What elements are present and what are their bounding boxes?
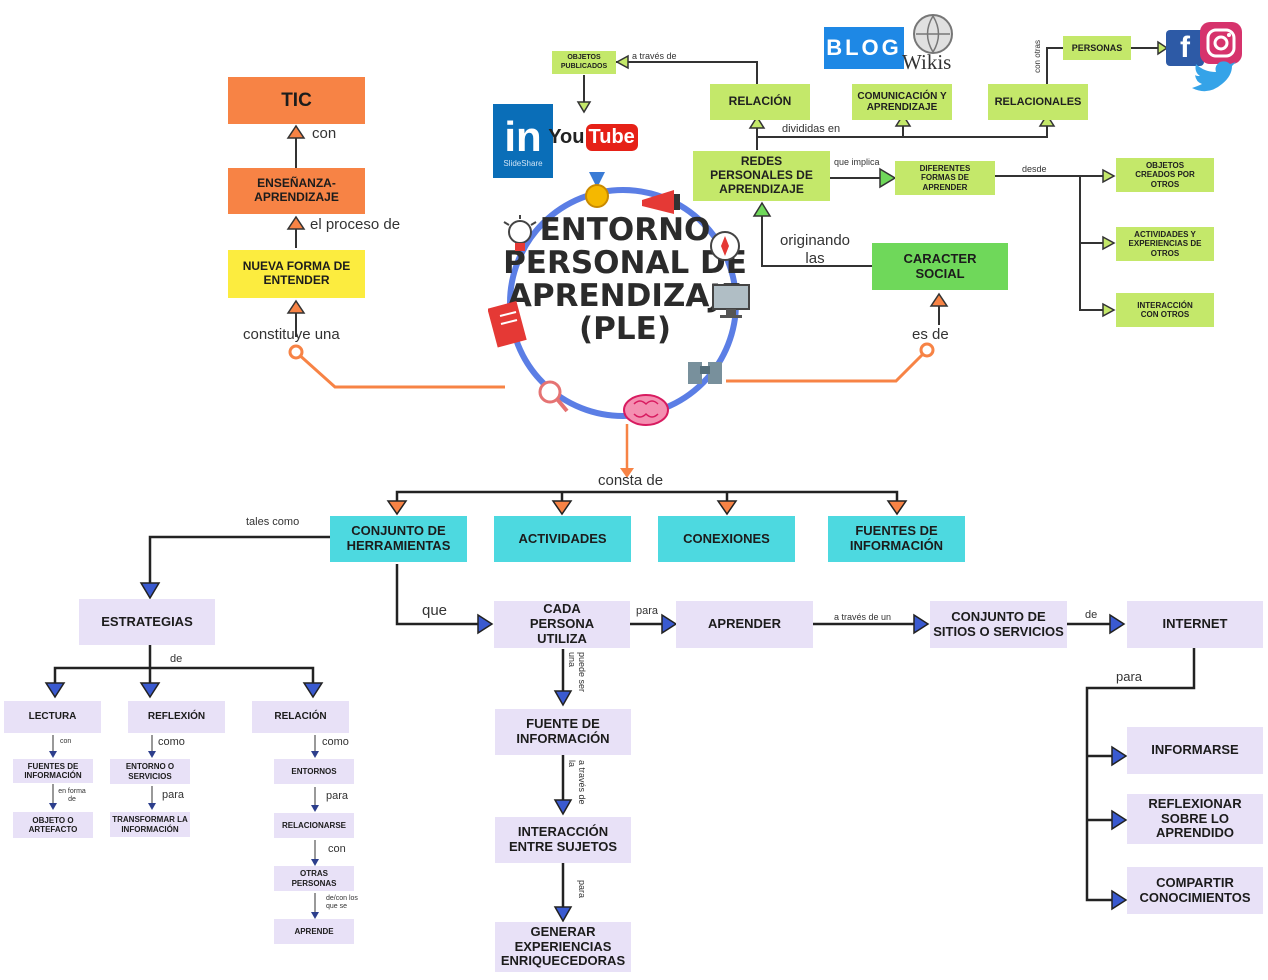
blog-text: BLOG (826, 35, 902, 60)
label-es-de: es de (912, 326, 949, 343)
label-reflexion-como: como (158, 736, 185, 748)
wikipedia-globe-icon (908, 12, 958, 56)
label-a-traves-de-la: a través de la (567, 760, 587, 805)
fuentes-informacion-node: FUENTES DE INFORMACIÓN (828, 516, 965, 562)
entorno-servicios-node: ENTORNO O SERVICIOS (110, 759, 190, 784)
label-para: para (636, 605, 659, 617)
interaccion-otros-node: INTERACCIÓN CON OTROS (1116, 293, 1214, 327)
label-en-forma-de: en forma de (58, 788, 86, 803)
blog-logo: BLOG (824, 27, 904, 69)
cada-persona-node: CADA PERSONA UTILIZA (494, 601, 630, 648)
label-relacion-para: para (326, 790, 349, 802)
lectura-node: LECTURA (4, 701, 101, 733)
label-para-3: para (577, 880, 587, 899)
label-relacion-como: como (322, 736, 349, 748)
caracter-social-node: CARACTER SOCIAL (872, 243, 1008, 290)
label-tales-como: tales como (246, 516, 300, 528)
magnifier-icon (536, 378, 570, 414)
tic-node: TIC (228, 77, 365, 124)
facebook-logo: f (1166, 30, 1204, 66)
interaccion-sujetos-node: INTERACCIÓN ENTRE SUJETOS (495, 817, 631, 863)
label-consta-de: consta de (598, 472, 664, 489)
label-originando: originando las (779, 232, 851, 267)
actividades-node: ACTIVIDADES (494, 516, 631, 562)
computer-icon (710, 282, 752, 320)
reflexion-node: REFLEXIÓN (128, 701, 225, 733)
label-reflexion-para: para (162, 789, 185, 801)
label-divididas: divididas en (782, 123, 841, 135)
fuentes-info-small-node: FUENTES DE INFORMACIÓN (13, 759, 93, 783)
facebook-f: f (1180, 31, 1190, 64)
conexiones-node: CONEXIONES (658, 516, 795, 562)
instagram-logo (1200, 22, 1242, 64)
objetos-publicados-node: OBJETOS PUBLICADOS (552, 51, 616, 74)
label-con: con (312, 125, 337, 142)
wikis-text: Wikis (902, 50, 952, 74)
label-a-traves-de-un: a través de un (834, 612, 892, 622)
label-de-con: de/con los que se (326, 895, 358, 910)
aprende-node: APRENDE (274, 919, 354, 944)
twitter-bird-icon (1188, 58, 1238, 98)
lightbulb-icon (500, 214, 540, 258)
youtube-you: You (548, 125, 585, 148)
label-relacion-con: con (328, 843, 346, 855)
megaphone-icon (640, 188, 682, 216)
nueva-forma-node: NUEVA FORMA DE ENTENDER (228, 250, 365, 298)
center-title: ENTORNO PERSONAL DE APRENDIZAJE (PLE) (503, 212, 747, 347)
right-connector (726, 342, 935, 383)
actividades-exp-node: ACTIVIDADES Y EXPERIENCIAS DE OTROS (1116, 227, 1214, 261)
left-connector (288, 344, 505, 389)
redes-personales-node: REDES PERSONALES DE APRENDIZAJE (693, 151, 830, 201)
entornos-node: ENTORNOS (274, 759, 354, 784)
linkedin-logo: in SlideShare (493, 104, 553, 178)
otras-personas-node: OTRAS PERSONAS (274, 866, 354, 891)
label-a-traves-de: a través de (632, 51, 677, 61)
slideshare-text: SlideShare (503, 158, 543, 168)
compass-icon (708, 226, 742, 262)
label-para-2: para (1116, 669, 1143, 684)
label-que: que (422, 602, 448, 619)
informarse-node: INFORMARSE (1127, 727, 1263, 774)
linkedin-in-text: in (504, 112, 542, 160)
relacion-node: RELACIÓN (252, 701, 349, 733)
objeto-artefacto-node: OBJETO O ARTEFACTO (13, 812, 93, 838)
medal-icon (583, 172, 611, 212)
label-el-proceso: el proceso de (310, 216, 401, 233)
conjunto-sitios-node: CONJUNTO DE SITIOS O SERVICIOS (930, 601, 1067, 648)
comunicacion-node: COMUNICACIÓN Y APRENDIZAJE (852, 84, 952, 120)
youtube-logo: You Tube (548, 118, 638, 156)
brain-icon (622, 392, 670, 428)
relacionarse-node: RELACIONARSE (274, 813, 354, 838)
label-de-2: de (1085, 609, 1098, 621)
binoculars-icon (684, 354, 726, 388)
label-puede-ser-una: puede ser una (567, 652, 587, 693)
left-arrowheads (286, 124, 306, 314)
notebook-icon (488, 300, 528, 348)
compartir-node: COMPARTIR CONOCIMIENTOS (1127, 867, 1263, 914)
relacionales-node: RELACIONALES (988, 84, 1088, 120)
transformar-node: TRANSFORMAR LA INFORMACIÓN (110, 812, 190, 837)
aprender-node: APRENDER (676, 601, 813, 648)
label-de: de (170, 653, 183, 665)
fuente-informacion-node: FUENTE DE INFORMACIÓN (495, 709, 631, 755)
generar-node: GENERAR EXPERIENCIAS ENRIQUECEDORAS (495, 922, 631, 972)
label-con-otras: con otras (1033, 40, 1042, 73)
label-que-implica: que implica (834, 157, 880, 167)
youtube-tube: Tube (585, 123, 638, 151)
ensenanza-node: ENSEÑANZA-APRENDIZAJE (228, 168, 365, 214)
conjunto-herramientas-node: CONJUNTO DE HERRAMIENTAS (330, 516, 467, 562)
personas-node: PERSONAS (1063, 36, 1131, 60)
estrategias-node: ESTRATEGIAS (79, 599, 215, 645)
diferentes-formas-node: DIFERENTES FORMAS DE APRENDER (895, 161, 995, 195)
relacion-top-node: RELACIÓN (710, 84, 810, 120)
label-desde: desde (1022, 164, 1047, 174)
label-lectura-con: con (60, 738, 72, 745)
objetos-creados-node: OBJETOS CREADOS POR OTROS (1116, 158, 1214, 192)
reflexionar-node: REFLEXIONAR SOBRE LO APRENDIDO (1127, 794, 1263, 844)
internet-node: INTERNET (1127, 601, 1263, 648)
label-constituye: constituye una (243, 326, 340, 343)
